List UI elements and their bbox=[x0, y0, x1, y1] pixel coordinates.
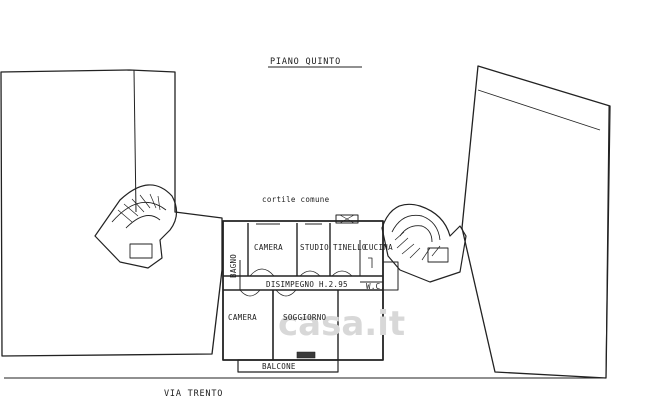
right-building-boundary bbox=[461, 65, 611, 379]
watermark: casa.it bbox=[278, 304, 405, 344]
courtyard-label: cortile comune bbox=[262, 195, 330, 204]
street-label: VIA TRENTO bbox=[164, 389, 223, 399]
floor-title: PIANO QUINTO bbox=[270, 57, 341, 67]
balcony bbox=[237, 359, 339, 373]
room-bagno-label: BAGNO bbox=[229, 254, 238, 278]
left-building-divider bbox=[133, 69, 137, 213]
room-soggiorno-label: SOGGIORNO bbox=[283, 313, 327, 322]
windows-top bbox=[256, 214, 359, 225]
room-studio-label: STUDIO bbox=[300, 243, 329, 252]
room-disimpegno-label: DISIMPEGNO H.2.95 bbox=[266, 280, 348, 289]
left-stair-tower bbox=[94, 184, 178, 269]
room-cucina-label: CUCINA bbox=[364, 243, 393, 252]
room-camera-top-label: CAMERA bbox=[254, 243, 283, 252]
balcony-label: BALCONE bbox=[262, 362, 296, 371]
room-wc-label: W.C. bbox=[366, 282, 385, 291]
door-swings bbox=[239, 268, 353, 297]
site-boundary bbox=[0, 69, 223, 357]
right-stair-tower bbox=[381, 203, 467, 283]
room-camera-bottom-label: CAMERA bbox=[228, 313, 257, 322]
room-tinello-label: TINELLO bbox=[333, 243, 367, 252]
right-building-inner bbox=[477, 89, 601, 131]
